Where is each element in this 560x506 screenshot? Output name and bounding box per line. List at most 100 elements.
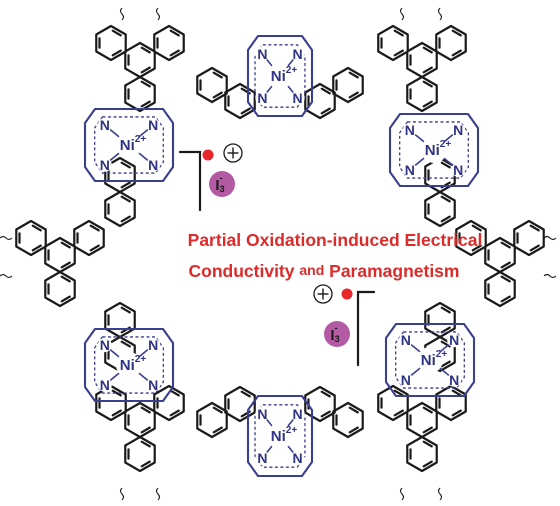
tetraaza-macrocycle <box>388 112 480 188</box>
nitrogen-atom: N <box>257 90 267 106</box>
polymer-continuation <box>155 487 161 501</box>
nitrogen-atom: N <box>405 122 415 138</box>
double-bond <box>320 87 331 95</box>
double-bond <box>60 275 71 283</box>
benzene-ring <box>513 219 545 257</box>
benzene-ring <box>95 24 127 62</box>
double-bond <box>140 460 151 468</box>
svg-text:I3-: I3- <box>215 173 224 194</box>
iodide-subscript: 3 <box>220 184 225 194</box>
benzene-ring <box>406 401 438 439</box>
benzene-ring <box>153 384 185 422</box>
benzene-ring <box>124 41 156 79</box>
nitrogen-site <box>255 91 270 105</box>
iodide-charge: - <box>335 323 338 333</box>
double-bond <box>471 224 482 232</box>
nitrogen-site <box>146 157 161 172</box>
headline-line-1: Partial Oxidation-induced Electrical <box>188 230 483 250</box>
double-bond <box>440 195 451 203</box>
double-bond <box>500 241 511 249</box>
benzene-ring <box>196 401 228 439</box>
polymer-continuation <box>543 235 557 241</box>
nickel-center <box>116 352 142 378</box>
nickel-ion: Ni2+ <box>120 354 147 374</box>
double-bond <box>500 295 511 303</box>
double-bond <box>31 244 42 252</box>
iodide-symbol: I <box>215 177 219 194</box>
double-bond <box>440 215 451 223</box>
nitrogen-atom: N <box>100 337 110 353</box>
double-bond <box>140 80 151 88</box>
nitrogen-site <box>255 451 270 465</box>
benzene-ring <box>153 24 185 62</box>
double-bond <box>140 406 151 414</box>
double-bond <box>440 360 451 368</box>
double-bond <box>89 224 100 232</box>
nitrogen-site <box>447 333 462 348</box>
iodide-subscript: 3 <box>335 334 340 344</box>
double-bond <box>60 295 71 303</box>
double-bond <box>393 49 404 57</box>
double-bond <box>111 389 122 397</box>
double-bond <box>422 46 433 54</box>
nitrogen-site <box>451 123 466 138</box>
double-bond <box>60 241 71 249</box>
nitrogen-site <box>402 123 417 138</box>
benzene-ring <box>406 435 438 473</box>
benzene-ring <box>435 384 467 422</box>
tetraaza-macrocycle <box>246 34 314 118</box>
headline-conductivity: Conductivity <box>189 261 295 281</box>
benzene-ring <box>95 384 127 422</box>
double-bond <box>348 406 359 414</box>
nitrogen-site <box>398 372 413 387</box>
nitrogen-site <box>290 407 305 421</box>
benzene-ring <box>304 82 336 120</box>
iodide-charge: - <box>220 173 223 183</box>
double-bond <box>500 275 511 283</box>
polymer-continuation <box>119 7 125 21</box>
double-bond <box>393 409 404 417</box>
nickel-ion: Ni2+ <box>425 139 452 159</box>
double-bond <box>529 244 540 252</box>
double-bond <box>120 306 131 314</box>
double-bond <box>471 244 482 252</box>
nitrogen-site <box>451 162 466 177</box>
double-bond <box>451 389 462 397</box>
nitrogen-site <box>146 377 161 392</box>
benzene-ring <box>224 385 256 423</box>
benzene-ring <box>455 219 487 257</box>
benzene-ring <box>332 401 364 439</box>
benzene-ring <box>44 236 76 274</box>
polymer-continuation <box>0 235 13 241</box>
double-bond <box>393 29 404 37</box>
polymer-continuation <box>399 7 405 21</box>
benzene-ring <box>104 190 136 228</box>
nitrogen-atom: N <box>257 450 267 466</box>
triiodide-anion-icon: I3- <box>209 171 235 197</box>
double-bond <box>422 66 433 74</box>
double-bond <box>169 49 180 57</box>
tetraaza-macrocycle <box>246 394 314 478</box>
triiodide-anion-icon: I3- <box>324 321 350 347</box>
benzene-ring <box>124 401 156 439</box>
benzene-ring <box>377 24 409 62</box>
tetraaza-macrocycle <box>83 107 175 183</box>
nickel-center <box>421 137 447 163</box>
polymer-continuation <box>0 273 13 279</box>
benzene-ring <box>304 385 336 423</box>
nitrogen-site <box>97 118 112 133</box>
polymer-continuation <box>155 7 161 21</box>
polymer-continuation <box>437 487 443 501</box>
benzene-ring <box>406 75 438 113</box>
benzene-ring <box>224 82 256 120</box>
polymer-continuation <box>437 7 443 21</box>
iodide-symbol: I <box>330 327 334 344</box>
nitrogen-atom: N <box>401 332 411 348</box>
benzene-ring <box>44 270 76 308</box>
double-bond <box>451 29 462 37</box>
benzene-ring <box>124 75 156 113</box>
double-bond <box>212 426 223 434</box>
double-bond <box>120 161 131 169</box>
double-bond <box>212 91 223 99</box>
nickel-ion: Ni2+ <box>271 65 298 85</box>
